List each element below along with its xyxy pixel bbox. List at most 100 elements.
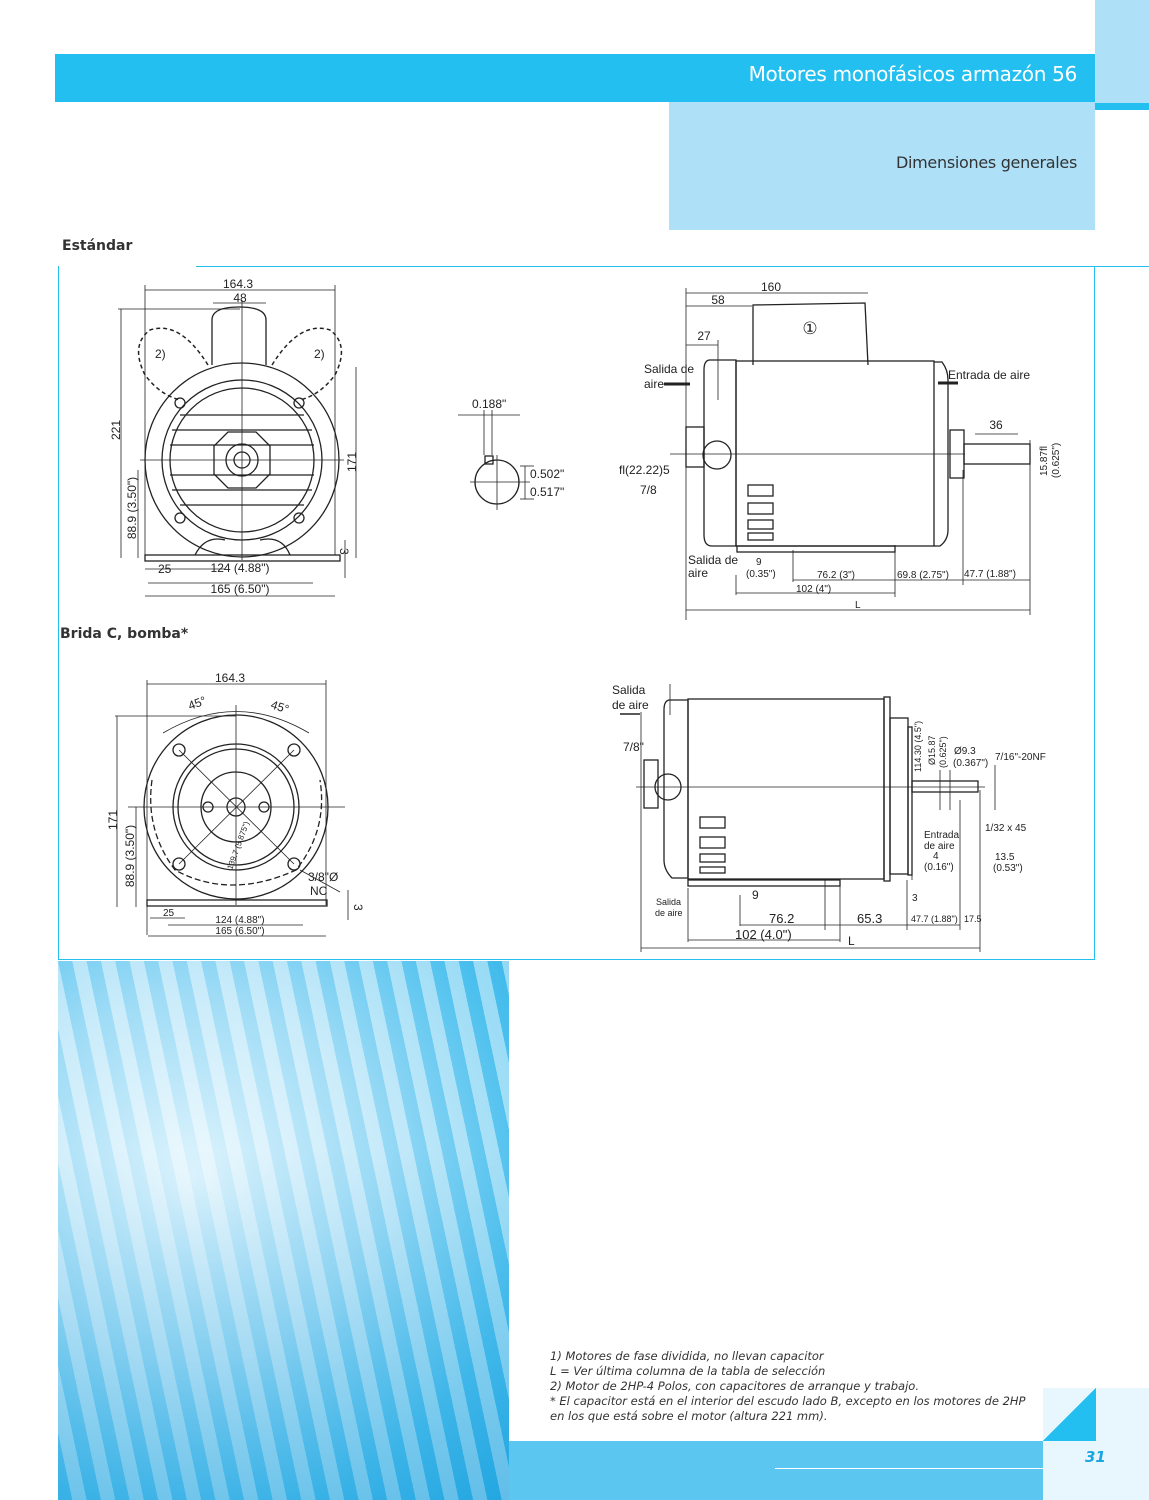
- dim-label: 88.9 (3.50"): [123, 825, 137, 887]
- footer-bar: [509, 1441, 1043, 1500]
- note-marker: 2): [314, 347, 325, 361]
- note-marker: 2): [155, 347, 166, 361]
- note: L = Ver última columna de la tabla de se…: [550, 1364, 826, 1378]
- note: en los que está sobre el motor (altura 2…: [550, 1409, 828, 1423]
- photo-shade: [58, 1150, 509, 1500]
- page-number: 31: [1085, 1448, 1106, 1466]
- dim-label: 13.5: [995, 852, 1015, 863]
- dim-label: 47.7 (1.88"): [911, 914, 958, 924]
- dim-label: 36: [989, 418, 1003, 432]
- dim-label: 0.517": [530, 485, 564, 499]
- bolt-label: NC: [310, 884, 328, 898]
- dim-label: 1/32 x 45: [985, 823, 1027, 834]
- dim-label: 76.2 (3"): [817, 570, 855, 581]
- dim-label: 88.9 (3.50"): [125, 477, 139, 539]
- header-band: [55, 54, 1095, 102]
- bolt-label: 3/8"Ø: [308, 870, 338, 884]
- dim-label: 17.5: [964, 914, 982, 924]
- dim-label: Ø9.3: [954, 746, 976, 757]
- dim-label: L: [848, 934, 855, 948]
- dim-label: (0.367"): [953, 758, 988, 769]
- dim-label: 3: [351, 904, 365, 911]
- air-outlet-label: aire: [688, 566, 708, 580]
- dim-label: 171: [345, 452, 359, 472]
- dim-label: 25: [163, 908, 175, 919]
- subtitle-box: [669, 102, 1095, 230]
- air-inlet-label: de aire: [924, 841, 955, 852]
- conduit-label: fl(22.22)5: [619, 463, 670, 477]
- note: 1) Motores de fase dividida, no llevan c…: [550, 1349, 824, 1363]
- motor-photo: [58, 961, 509, 1500]
- dim-label: 114.30 (4.5"): [913, 721, 923, 772]
- air-outlet-label: de aire: [655, 908, 683, 918]
- dim-label: 102 (4.0"): [735, 927, 792, 942]
- capacitor-marker: ①: [802, 319, 817, 338]
- flange-side-view: Salida de aire 7/8" 114.30 (4.5") Ø15.87…: [612, 683, 1046, 952]
- dim-label: 160: [761, 280, 781, 294]
- page-title: Motores monofásicos armazón 56: [748, 62, 1078, 86]
- air-outlet-label: Salida: [656, 897, 681, 907]
- conduit-label: 7/8": [623, 740, 644, 754]
- dim-label: (0.625"): [938, 736, 948, 768]
- dim-label: 4: [933, 851, 939, 862]
- note: * El capacitor está en el interior del e…: [550, 1394, 1026, 1408]
- dim-label: 3: [912, 893, 918, 904]
- footnotes: 1) Motores de fase dividida, no llevan c…: [550, 1349, 1026, 1424]
- conduit-label: 7/8: [640, 483, 657, 497]
- divider: [196, 266, 1149, 267]
- corner-triangle: [1043, 1388, 1096, 1441]
- air-outlet-label: Salida de: [644, 362, 694, 376]
- dim-label: 48: [233, 291, 247, 305]
- dim-label: 3: [337, 548, 351, 555]
- dim-label: 15.87fl: [1039, 446, 1050, 476]
- footer-line: [775, 1468, 1043, 1469]
- dim-label: 25: [158, 562, 172, 576]
- dim-label: 221: [109, 420, 123, 440]
- dim-label: 69.8 (2.75"): [897, 570, 949, 581]
- dim-label: 165 (6.50"): [215, 926, 264, 937]
- dim-label: 0.502": [530, 467, 564, 481]
- dim-label: (0.16"): [924, 862, 954, 873]
- drawings-frame: [58, 266, 1095, 960]
- dim-label: 47.7 (1.88"): [964, 569, 1016, 580]
- air-outlet-label: Salida de: [688, 553, 738, 567]
- dim-label: 102 (4"): [796, 584, 831, 595]
- dim-label: 165 (6.50"): [211, 582, 270, 596]
- dim-label: L: [855, 600, 861, 611]
- flange-front-view: 164.3 45° 45° 171 88.9 (3.50") 139.7 (5.…: [106, 671, 365, 937]
- air-inlet-label: Entrada: [924, 830, 959, 841]
- dim-label: 164.3: [223, 277, 253, 291]
- thread-label: 7/16"-20NF: [995, 752, 1046, 763]
- dim-label: 124 (4.88"): [211, 561, 270, 575]
- shaft-key-section: 0.188" 0.502" 0.517": [458, 397, 564, 510]
- air-outlet-label: Salida: [612, 683, 646, 697]
- dim-label: 164.3: [215, 671, 245, 685]
- dim-label: 27: [697, 329, 711, 343]
- dim-label: 9: [756, 557, 762, 568]
- standard-side-view: 160 58 27 ① Salida de aire Entrada de ai…: [619, 280, 1062, 620]
- dim-label: (0.35"): [746, 569, 776, 580]
- section-standard-heading: Estándar: [62, 238, 133, 254]
- dim-label: 139.7 (5.875"): [225, 820, 251, 871]
- air-inlet-label: Entrada de aire: [948, 368, 1030, 382]
- dim-label: 124 (4.88"): [215, 915, 264, 926]
- page-subtitle: Dimensiones generales: [895, 153, 1077, 172]
- section-flange-heading: Brida C, bomba*: [60, 626, 193, 642]
- note: 2) Motor de 2HP-4 Polos, con capacitores…: [550, 1379, 919, 1393]
- dim-label: 76.2: [769, 911, 794, 926]
- dim-label: Ø15.87: [927, 735, 937, 765]
- dim-label: 58: [711, 293, 725, 307]
- side-strip-band: [1095, 103, 1149, 110]
- dim-label: 65.3: [857, 911, 882, 926]
- air-outlet-label: aire: [644, 377, 664, 391]
- dim-label: 171: [106, 810, 120, 830]
- side-strip: [1095, 0, 1149, 103]
- air-outlet-label: de aire: [612, 698, 649, 712]
- standard-front-view: 164.3 48 221 2) 2) 171 88.9 (3.50") 3 25…: [109, 277, 359, 597]
- dim-label: (0.625"): [1051, 443, 1062, 478]
- dim-label: 0.188": [472, 397, 506, 411]
- angle-label: 45°: [186, 693, 208, 712]
- angle-label: 45°: [269, 698, 291, 717]
- dim-label: 9: [752, 888, 759, 902]
